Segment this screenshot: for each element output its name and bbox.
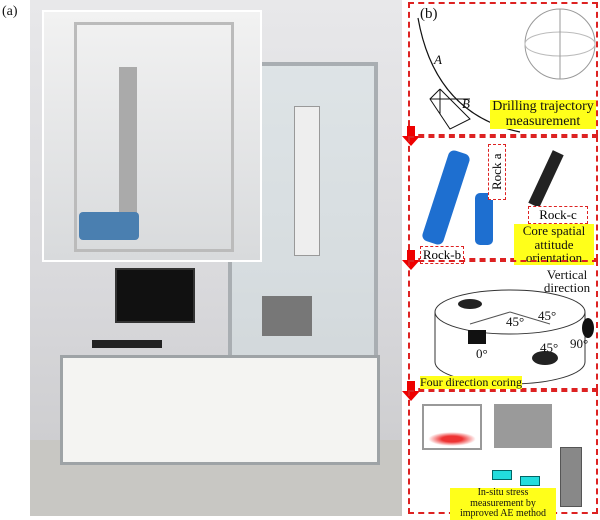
rock-c-core [528,150,564,208]
step-ae-measurement: In-situ stress measurement by improved A… [408,390,598,520]
rock-specimen [119,67,137,237]
keyboard [92,340,162,348]
amplifier [520,476,540,486]
step-four-direction-coring: Vertical direction 45° 45° 45° 0° 90° Fo… [408,260,598,390]
specimen-column [294,106,320,256]
down-arrow-icon [402,250,420,270]
core-orientation-title: Core spatial attitude orientation [514,224,594,265]
point-b-label: B [462,96,470,111]
drilling-trajectory-title: Drilling trajectory measurement [490,99,596,130]
panel-b-label: (b) [420,6,438,22]
inset-enclosure [74,22,234,252]
angle-45-label: 45° [538,308,557,323]
step-drilling-trajectory: (b) A B Drilling trajectory measurement [408,2,598,136]
angle-45-label: 45° [506,314,525,329]
vertical-direction-label: Vertical direction [543,267,591,295]
loading-specimen [560,447,582,507]
amplifier [492,470,512,480]
down-arrow-icon [402,381,420,401]
ae-monitor-screen [422,404,482,450]
step-core-orientation: Rock a Rock-b Rock-c Core spatial attitu… [408,136,598,265]
rock-samples-photo [494,404,552,448]
cabinet [60,355,380,465]
angle-0-label: 0° [476,346,488,361]
four-direction-title: Four direction coring [420,375,522,389]
rock-b-core [475,193,493,245]
specimen-base [79,212,139,240]
ae-signal-plot [428,432,476,446]
rock-a-label: Rock a [488,144,506,200]
angle-90-label: 90° [570,336,589,351]
point-a-label: A [434,52,442,67]
rock-a-core [420,148,472,247]
inset-photo [42,10,262,262]
down-arrow-icon [402,126,420,146]
ae-measurement-title: In-situ stress measurement by improved A… [450,487,556,520]
angle-45-label: 45° [540,340,559,355]
rock-c-label: Rock-c [528,206,588,224]
monitor [115,268,195,323]
chuck [262,296,312,336]
lab-equipment-photo [30,0,402,516]
rock-b-label: Rock-b [420,246,464,264]
panel-a-label: (a) [2,4,18,19]
